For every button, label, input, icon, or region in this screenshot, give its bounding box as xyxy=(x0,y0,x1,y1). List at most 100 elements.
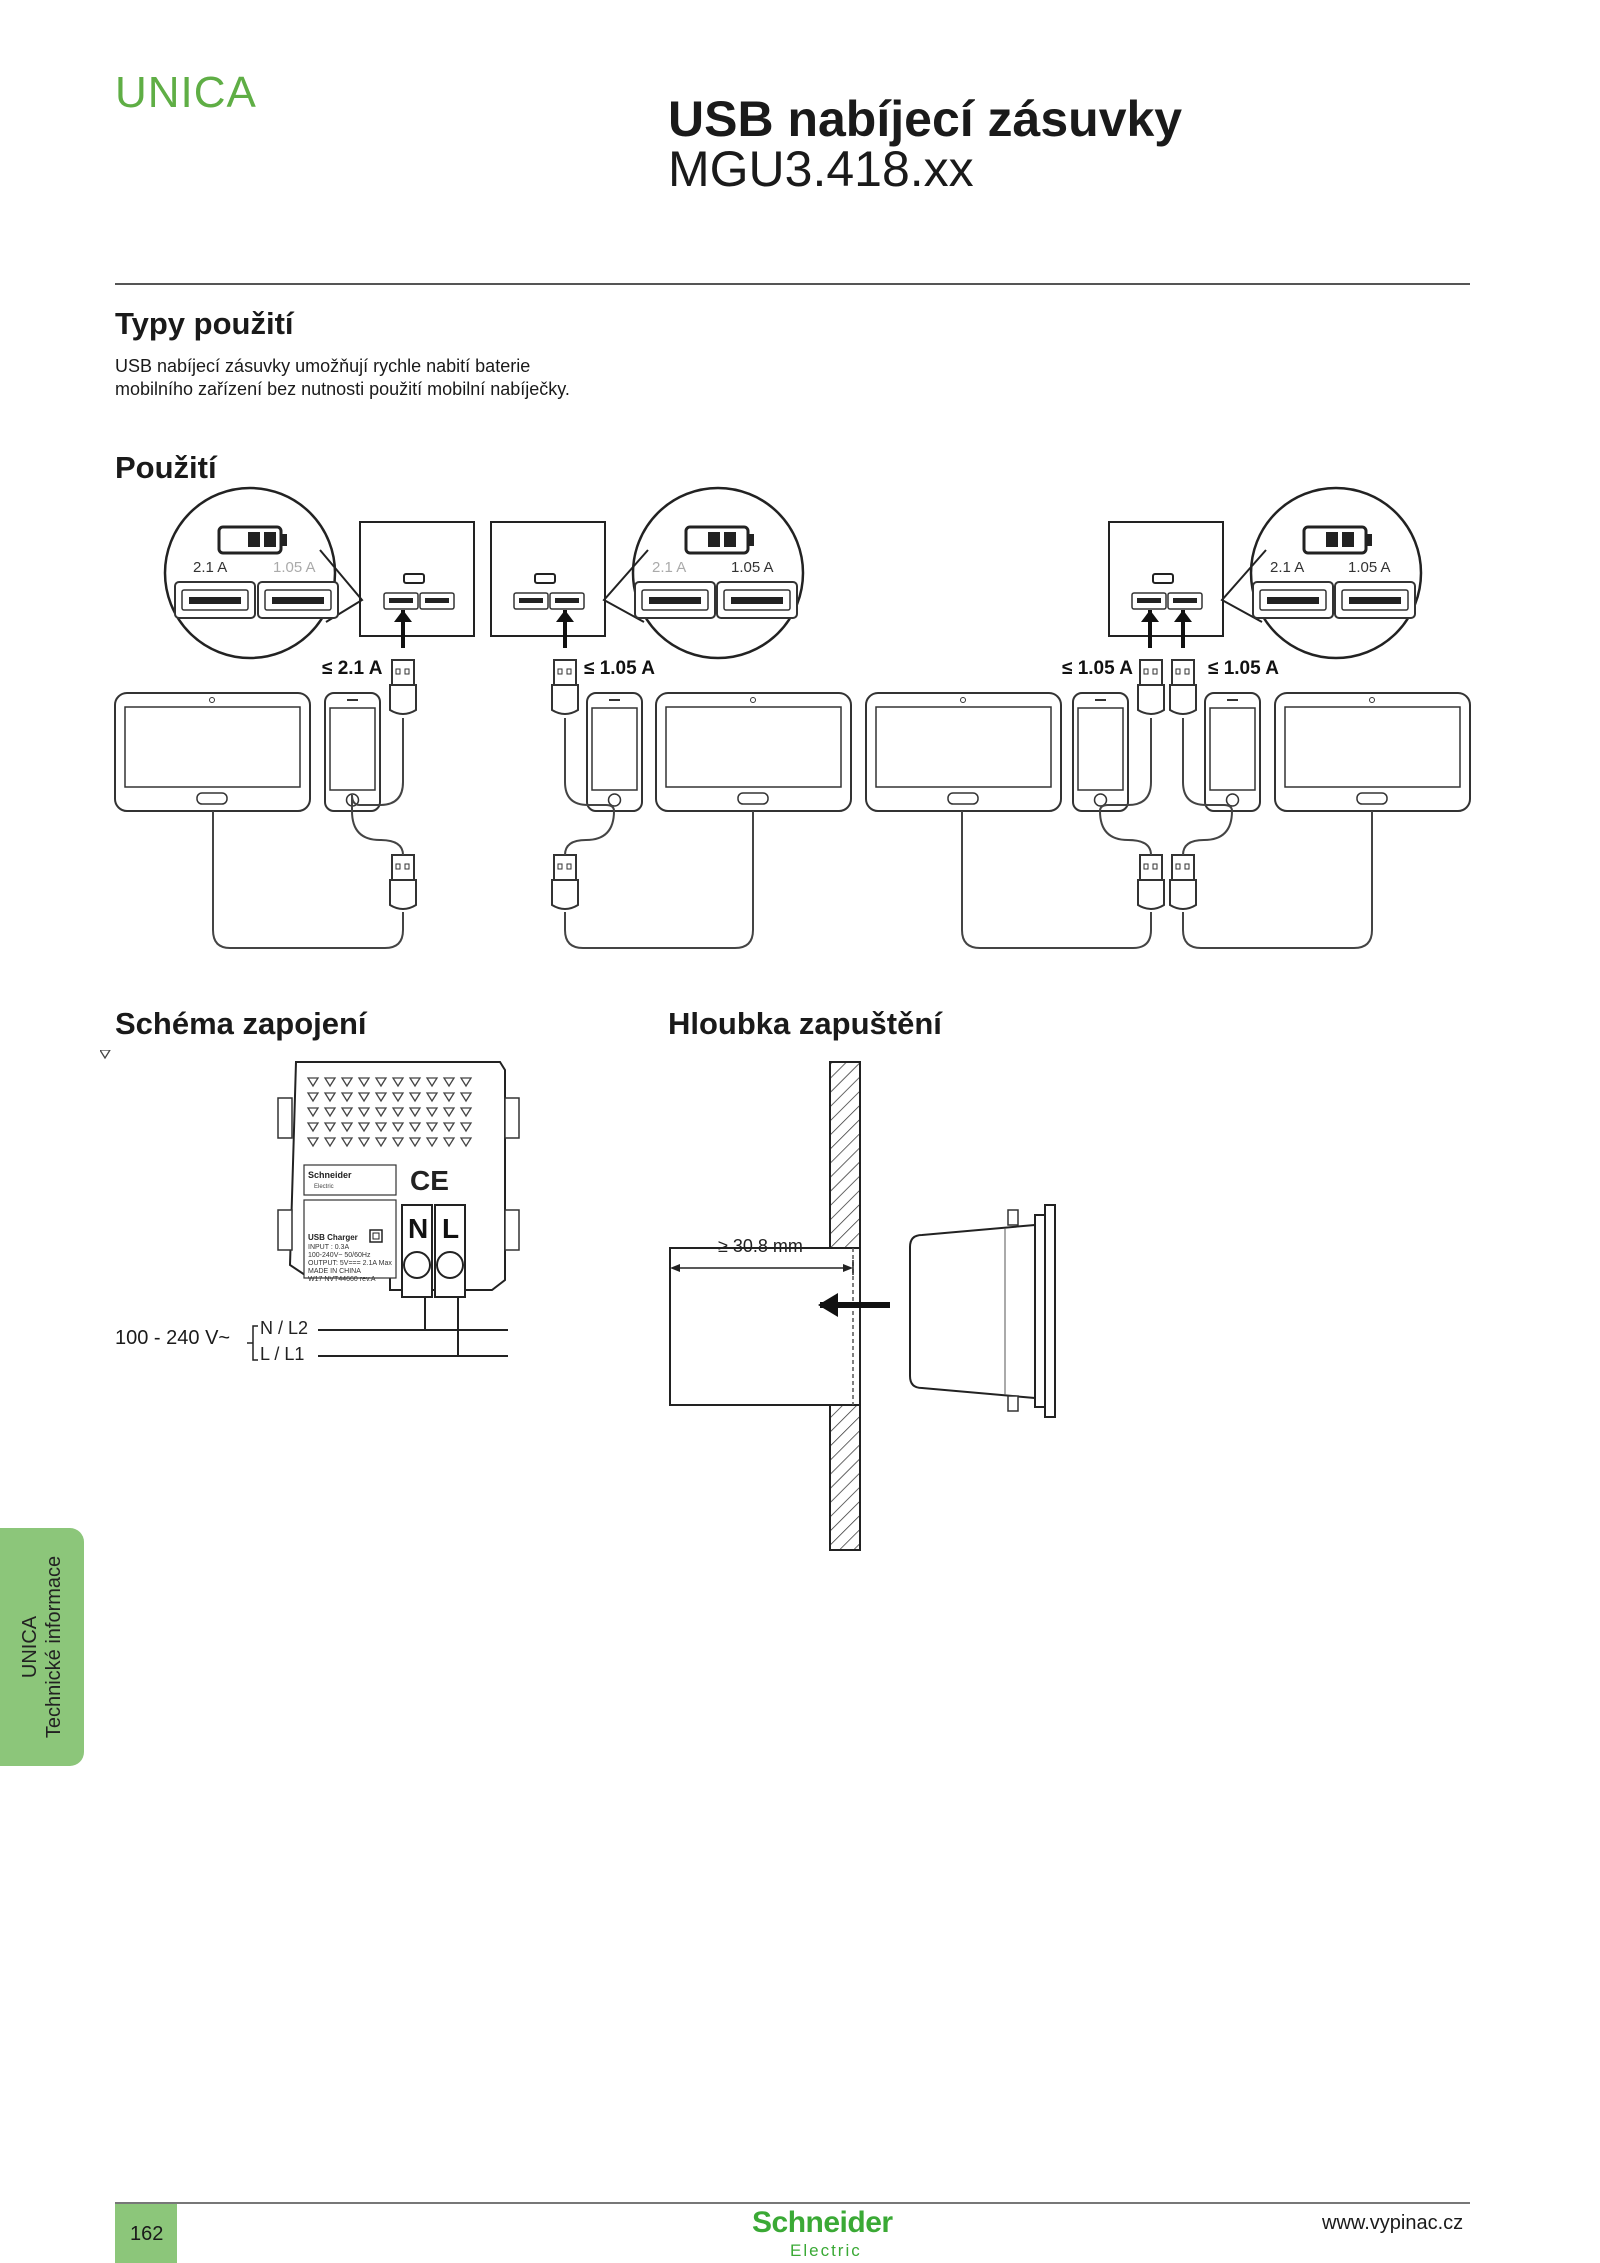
device-brand-sub: Electric xyxy=(314,1184,334,1190)
port-label-inactive: 2.1 A xyxy=(652,559,686,576)
usb-plug-icon xyxy=(1169,659,1197,715)
vent-triangle xyxy=(459,1092,473,1103)
usb-port-icon xyxy=(716,581,798,619)
schneider-logo-sub: Electric xyxy=(790,2241,862,2260)
product-model: MGU3.418.xx xyxy=(668,141,974,197)
usb-plug-icon xyxy=(551,854,579,910)
vent-triangle xyxy=(374,1077,388,1088)
vent-triangle xyxy=(442,1077,456,1088)
vent-triangle xyxy=(340,1077,354,1088)
types-heading: Typy použití xyxy=(115,306,294,341)
vent-triangle xyxy=(306,1122,320,1133)
vent-triangle xyxy=(442,1107,456,1118)
mounting-box xyxy=(669,1247,861,1406)
wall-section-bottom xyxy=(829,1404,861,1551)
vent-triangle xyxy=(425,1107,439,1118)
vent-triangle xyxy=(340,1122,354,1133)
device-label-line: MADE IN CHINA xyxy=(308,1268,361,1275)
phone-icon xyxy=(324,692,381,812)
vent-triangle xyxy=(391,1077,405,1088)
phone-icon xyxy=(1204,692,1261,812)
types-text-line: USB nabíjecí zásuvky umožňují rychle nab… xyxy=(115,356,531,376)
vent-triangle xyxy=(459,1137,473,1148)
port-label-active: 2.1 A xyxy=(1270,559,1304,576)
page-number: 162 xyxy=(130,2223,164,2245)
depth-dimension: ≥ 30.8 mm xyxy=(718,1236,803,1256)
port-label-active: 2.1 A xyxy=(193,559,227,576)
vent-triangle xyxy=(323,1107,337,1118)
usb-plug-icon xyxy=(1137,659,1165,715)
vent-triangle xyxy=(408,1122,422,1133)
device-label-line: OUTPUT: 5V=== 2.1A Max xyxy=(308,1260,392,1267)
port-label-active: 1.05 A xyxy=(1348,559,1391,576)
vent-triangle xyxy=(459,1107,473,1118)
vent-triangle xyxy=(357,1077,371,1088)
socket-plate xyxy=(1108,521,1224,637)
line-n-label: N / L2 xyxy=(260,1318,308,1338)
vent-triangle xyxy=(425,1122,439,1133)
vent-triangle xyxy=(408,1137,422,1148)
vent-triangle xyxy=(323,1122,337,1133)
device-label-line: 100-240V~ 50/60Hz xyxy=(308,1252,371,1259)
usb-plug-icon xyxy=(1169,854,1197,910)
wiring-diagram: Schneider Electric CE USB Charger INPUT … xyxy=(100,1050,520,1364)
vent-triangle xyxy=(306,1092,320,1103)
device-label-line: W17 NVT44660 rev.A xyxy=(308,1276,376,1283)
vent-triangle xyxy=(425,1077,439,1088)
usb-plug-icon xyxy=(389,659,417,715)
vent-triangle xyxy=(323,1137,337,1148)
socket-plate xyxy=(490,521,606,637)
vent-triangle xyxy=(357,1122,371,1133)
vent-triangle xyxy=(340,1137,354,1148)
ac-symbol: ~ xyxy=(218,1327,231,1349)
schneider-logo: Schneider xyxy=(752,2206,893,2239)
vent-triangle xyxy=(408,1077,422,1088)
vent-triangle xyxy=(425,1092,439,1103)
vent-triangles xyxy=(306,1077,473,1148)
vent-triangle xyxy=(374,1122,388,1133)
usb-plug-icon xyxy=(1137,854,1165,910)
vent-triangle xyxy=(357,1107,371,1118)
vent-triangle xyxy=(442,1137,456,1148)
vent-triangle xyxy=(340,1092,354,1103)
current-label: ≤ 1.05 A xyxy=(1062,658,1133,679)
footer-url: www.vypinac.cz xyxy=(1322,2212,1464,2234)
phone-icon xyxy=(1072,692,1129,812)
usb-plug-icon xyxy=(551,659,579,715)
vent-triangle xyxy=(357,1137,371,1148)
terminal-n-label: N xyxy=(408,1213,428,1244)
tablet-icon xyxy=(865,692,1062,812)
device-label-line: USB Charger xyxy=(308,1233,358,1242)
supply-voltage-label: 100 - 240 V~ xyxy=(115,1327,230,1350)
vent-triangle xyxy=(408,1092,422,1103)
device-brand: Schneider xyxy=(308,1170,352,1180)
phone-icon xyxy=(586,692,643,812)
vent-triangle xyxy=(391,1092,405,1103)
insert-arrow-icon xyxy=(818,1293,838,1317)
vent-triangle xyxy=(442,1092,456,1103)
vent-triangle xyxy=(306,1077,320,1088)
vent-triangle xyxy=(391,1107,405,1118)
port-label-active: 1.05 A xyxy=(731,559,774,576)
depth-diagram: ≥ 30.8 mm xyxy=(669,1061,1056,1551)
usage-heading: Použití xyxy=(115,450,217,485)
wiring-heading: Schéma zapojení xyxy=(115,1006,367,1041)
tablet-icon xyxy=(1274,692,1471,812)
side-tab-line1: UNICA xyxy=(19,1615,41,1679)
vent-triangle xyxy=(323,1092,337,1103)
section-side-tab: UNICA Technické informace xyxy=(0,1528,84,1766)
usb-port-icon xyxy=(634,581,716,619)
vent-triangle xyxy=(306,1107,320,1118)
tablet-icon xyxy=(655,692,852,812)
tablet-icon xyxy=(114,692,311,812)
vent-triangle xyxy=(391,1122,405,1133)
depth-heading: Hloubka zapuštění xyxy=(668,1006,942,1041)
port-label-inactive: 1.05 A xyxy=(273,559,316,576)
usb-port-icon xyxy=(1334,581,1416,619)
usb-port-icon xyxy=(1252,581,1334,619)
vent-triangle xyxy=(425,1137,439,1148)
vent-triangle xyxy=(357,1092,371,1103)
terminal-l-label: L xyxy=(442,1213,459,1244)
usb-port-icon xyxy=(174,581,256,619)
